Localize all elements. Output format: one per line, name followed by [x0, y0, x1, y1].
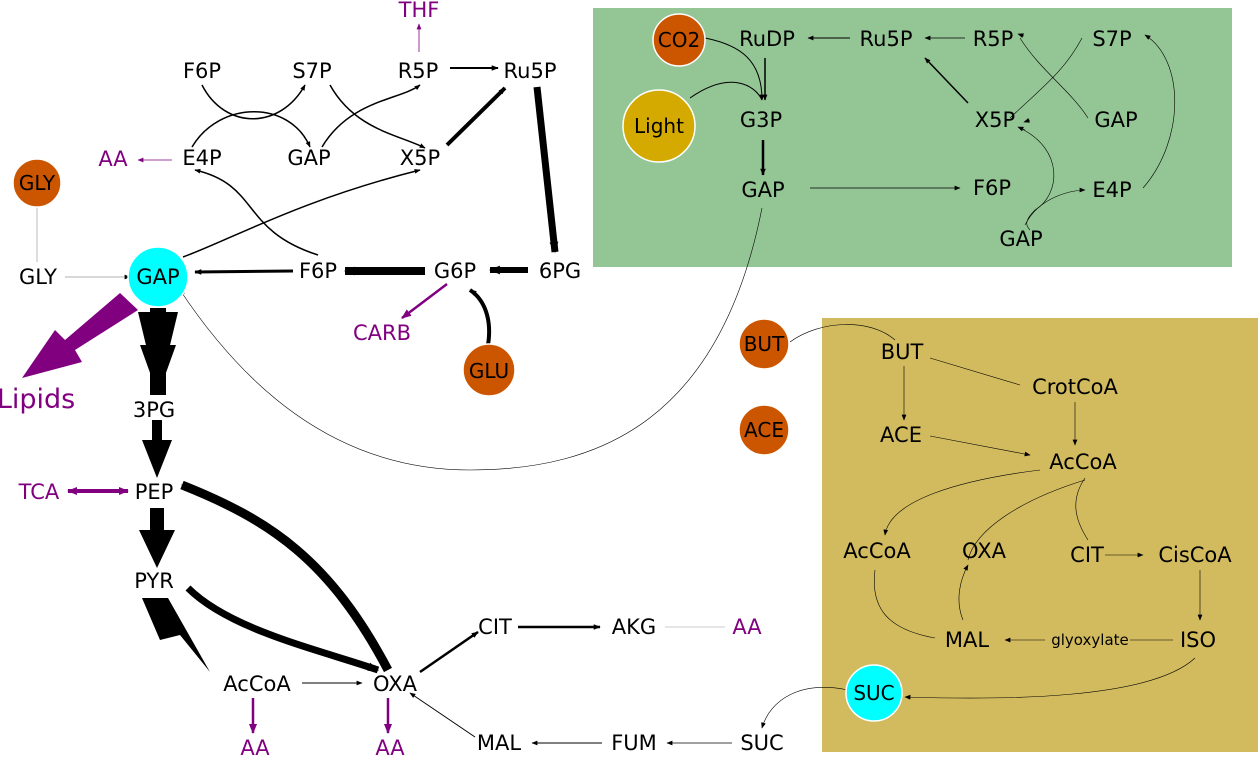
product-lipids: Lipids — [0, 384, 75, 415]
photo-node-gap-bottom: GAP — [999, 227, 1042, 251]
panel-node-mal: MAL — [945, 628, 989, 652]
glu-substrate-label: GLU — [469, 359, 509, 383]
node-3pg: 3PG — [133, 398, 175, 422]
node-g6p: G6P — [434, 259, 476, 283]
ace-substrate-label: ACE — [744, 418, 784, 442]
node-x5p: X5P — [400, 146, 440, 170]
purple-side-edges — [22, 23, 448, 734]
panel-node-accoa: AcCoA — [1049, 450, 1117, 474]
node-fum: FUM — [611, 731, 657, 755]
node-pyr: PYR — [134, 569, 174, 593]
ace-substrate-circle — [738, 404, 790, 456]
node-accoa: AcCoA — [223, 672, 291, 696]
co2-substrate-label: CO2 — [658, 28, 700, 52]
node-6pg: 6PG — [539, 259, 581, 283]
node-mal: MAL — [477, 731, 521, 755]
node-oxa: OXA — [373, 672, 418, 696]
node-cit: CIT — [478, 615, 512, 639]
product-carb: CARB — [353, 321, 411, 345]
node-pep: PEP — [135, 480, 174, 504]
photo-node-r5p: R5P — [973, 27, 1014, 51]
node-gap-mid: GAP — [287, 146, 330, 170]
product-aa-e4p: AA — [98, 147, 128, 171]
gly-substrate-label: GLY — [19, 171, 56, 195]
gly-substrate-circle — [12, 158, 62, 208]
but-substrate-circle — [738, 318, 790, 370]
panel-node-but: BUT — [881, 340, 924, 364]
panel-node-ciscoa: CisCoA — [1158, 543, 1232, 567]
panel-node-crotcoa: CrotCoA — [1032, 375, 1118, 399]
node-e4p: E4P — [182, 146, 221, 170]
product-aa-oxa: AA — [375, 736, 405, 757]
panel-node-glyoxylate: glyoxylate — [1051, 631, 1129, 649]
photo-node-gap: GAP — [741, 178, 784, 202]
photo-node-ru5p: Ru5P — [860, 27, 913, 51]
light-circle — [622, 89, 696, 163]
but-substrate-label: BUT — [744, 332, 785, 356]
gap-hub-circle — [127, 246, 189, 308]
node-ru5p: Ru5P — [504, 59, 557, 83]
co2-substrate-circle — [652, 13, 706, 67]
photo-node-e4p: E4P — [1092, 178, 1131, 202]
photo-node-s7p: S7P — [1092, 27, 1131, 51]
panel-node-cit: CIT — [1070, 543, 1104, 567]
product-thf: THF — [398, 0, 440, 22]
photo-node-rudp: RuDP — [739, 27, 795, 51]
node-f6p: F6P — [299, 259, 337, 283]
acetate-panel-edges — [789, 324, 1203, 700]
product-tca: TCA — [18, 480, 60, 504]
left-network-edges — [36, 65, 849, 746]
node-akg: AKG — [612, 615, 656, 639]
photo-panel-edges — [689, 33, 1176, 231]
circle-nodes — [12, 13, 903, 722]
product-aa-accoa: AA — [240, 736, 270, 757]
product-aa-akg: AA — [732, 615, 762, 639]
photo-node-x5p: X5P — [975, 108, 1015, 132]
photo-node-f6p: F6P — [973, 176, 1011, 200]
node-s7p: S7P — [292, 59, 331, 83]
left-network-labels: F6P S7P R5P Ru5P THF E4P GAP X5P AA GLY … — [0, 0, 784, 757]
node-gap-hub: GAP — [136, 265, 179, 289]
photo-node-gap-right: GAP — [1094, 108, 1137, 132]
panel-node-accoa-left: AcCoA — [843, 539, 911, 563]
photo-panel-labels: CO2 RuDP Ru5P R5P S7P Light G3P X5P GAP … — [634, 27, 1138, 251]
node-f6p-top: F6P — [183, 59, 221, 83]
glu-substrate-circle — [462, 343, 516, 397]
node-r5p: R5P — [398, 59, 439, 83]
node-gly: GLY — [19, 265, 57, 289]
suc-hub-circle — [845, 664, 903, 722]
panel-node-ace: ACE — [880, 423, 922, 447]
panel-node-iso: ISO — [1180, 628, 1216, 652]
node-suc: SUC — [740, 731, 783, 755]
acetate-panel-labels: BUT BUT CrotCoA ACE ACE AcCoA AcCoA OXA … — [744, 332, 1233, 705]
photo-node-g3p: G3P — [740, 108, 782, 132]
panel-node-oxa: OXA — [962, 539, 1007, 563]
light-label: Light — [634, 114, 684, 138]
suc-hub-label: SUC — [853, 681, 894, 705]
